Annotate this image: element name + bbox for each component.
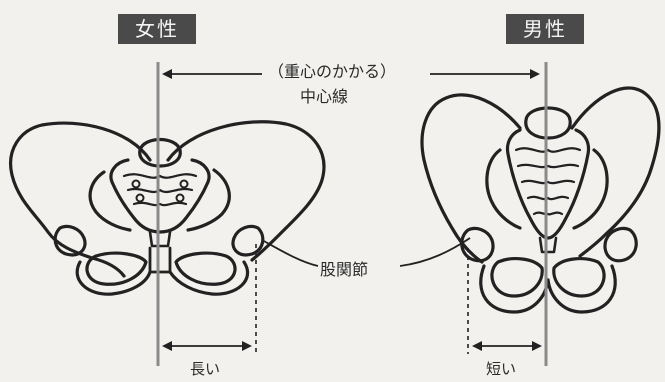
male-distance-head-left [472, 341, 482, 351]
female-pubis [150, 248, 170, 272]
center-line-note-label: （重心のかかる） [268, 58, 396, 82]
center-line-label: 中心線 [300, 83, 348, 107]
male-pelvis [422, 88, 659, 312]
female-distance-head-right [242, 341, 252, 351]
female-sacrum-ridge-2 [128, 189, 192, 192]
short-distance-label: 短い [486, 358, 516, 379]
long-distance-label: 長い [190, 358, 220, 379]
female-foramen-3 [137, 195, 144, 202]
female-sacrum [111, 160, 209, 232]
female-right-acetabulum [233, 226, 263, 254]
male-coccyx [540, 238, 556, 252]
center-lines [158, 62, 546, 366]
male-left-obturator [492, 259, 542, 296]
female-foramen-4 [177, 195, 184, 202]
female-badge: 女性 [118, 14, 196, 44]
hip-joint-label: 股関節 [320, 256, 368, 280]
male-sacrum-ridge-5 [534, 213, 562, 215]
female-distance-head-left [162, 341, 172, 351]
male-badge: 男性 [506, 14, 584, 44]
arrowhead-male [530, 69, 540, 79]
male-left-acetabulum [462, 228, 493, 260]
female-sacrum-ridge-3 [134, 203, 186, 205]
male-sacrum-ridge-1 [516, 148, 580, 151]
male-sacrum-ridge-3 [522, 181, 574, 183]
distance-arrows [162, 341, 542, 351]
male-right-acetabulum [605, 228, 636, 260]
female-foramen-1 [133, 181, 140, 188]
male-right-obturator [554, 259, 604, 296]
female-pelvis [11, 122, 324, 294]
male-sacrum-ridge-4 [528, 197, 568, 199]
female-foramen-2 [181, 181, 188, 188]
male-sacrum-ridge-2 [518, 165, 578, 167]
leader-to-female-joint [262, 240, 318, 266]
female-coccyx [150, 232, 170, 246]
male-distance-head-right [532, 341, 542, 351]
arrowhead-female [162, 69, 172, 79]
male-left-ilium-inner [487, 150, 520, 228]
male-left-ilium [422, 95, 520, 262]
male-sacrum [508, 130, 589, 238]
male-sacrum-top [526, 108, 570, 138]
female-right-obturator [176, 253, 235, 284]
female-sacrum-ridge-1 [124, 174, 196, 177]
